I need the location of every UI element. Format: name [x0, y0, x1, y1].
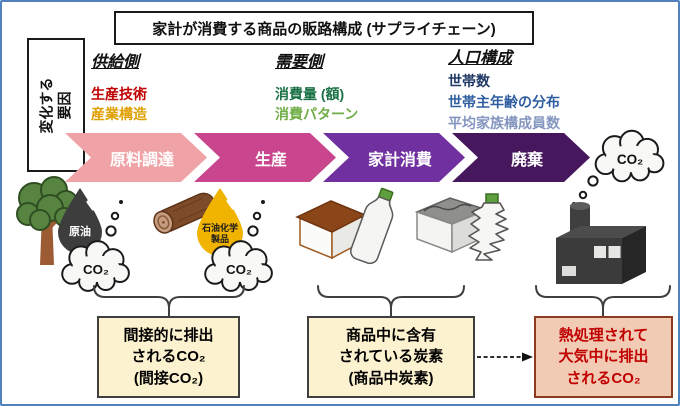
callout-line: されるCO₂: [131, 348, 206, 366]
changing-factors-box: 変化する 要因: [27, 38, 85, 172]
factor-group-demand: 需要側 消費量 (額) 消費パターン: [275, 48, 358, 124]
petrochemical-label-line1: 石油化学: [201, 222, 238, 233]
crushed-bottle-icon: [468, 193, 509, 261]
factor-householder-age: 世帯主年齢の分布: [448, 94, 560, 110]
factor-group-population: 人口構成 世帯数 世帯主年齢の分布 平均家族構成員数: [448, 44, 560, 134]
co2-cloud-icon: CO₂: [594, 129, 665, 183]
callout-indirect-co2: 間接的に排出 されるCO₂ (間接CO₂): [97, 316, 240, 398]
factor-group-supply: 供給側 生産技術 産業構造: [91, 48, 147, 124]
petrochemical-label-line2: 製品: [210, 233, 229, 244]
callout-line: 大気中に排出: [558, 348, 649, 366]
co2-label: CO₂: [83, 262, 109, 277]
factor-production-technology: 生産技術: [91, 86, 147, 102]
callout-line: (商品中炭素): [348, 369, 434, 387]
dashed-arrow-icon: [477, 352, 533, 362]
co2-label: CO₂: [617, 152, 643, 167]
yellow-drop-icon: 石油化学 製品: [197, 188, 243, 256]
factor-family-size: 平均家族構成員数: [448, 115, 560, 131]
brace-indirect-co2: [93, 285, 245, 316]
bubble-trail-icon: [105, 200, 123, 237]
population-structure-heading: 人口構成: [448, 50, 513, 67]
plastic-bottle-icon: [350, 187, 394, 265]
factor-household-count: 世帯数: [448, 73, 490, 89]
callout-line: (間接CO₂): [133, 369, 204, 387]
chain-step-household-consumption: 家計消費: [323, 133, 465, 182]
diagram-title-text: 家計が消費する商品の販路構成 (サプライチェーン): [152, 20, 496, 38]
oil-drop-icon: 原油: [58, 188, 102, 254]
wood-log-icon: [153, 192, 216, 234]
callout-line: 間接的に排出: [123, 327, 214, 345]
changing-factors-label: 変化する 要因: [38, 77, 73, 133]
diagram-title: 家計が消費する商品の販路構成 (サプライチェーン): [114, 11, 534, 45]
chain-step-production: 生産: [194, 133, 336, 182]
incinerator-factory-icon: [556, 202, 646, 284]
callout-product-carbon: 商品中に含有 されている炭素 (商品中炭素): [307, 316, 475, 398]
brace-heat-co2: [535, 285, 671, 316]
bubble-trail-icon: [247, 200, 265, 237]
brace-product-carbon: [317, 285, 465, 316]
crude-oil-label: 原油: [69, 224, 91, 238]
callout-line: されるCO₂: [566, 369, 641, 387]
factor-consumption-pattern: 消費パターン: [275, 106, 359, 122]
callout-heat-co2: 熱処理されて 大気中に排出 されるCO₂: [534, 316, 673, 398]
demand-side-heading: 需要側: [275, 54, 324, 71]
co2-cloud-icon: CO₂: [61, 240, 130, 292]
co2-label: CO₂: [226, 262, 252, 277]
callout-line: 熱処理されて: [558, 327, 649, 345]
factor-consumption-amount: 消費量 (額): [275, 86, 345, 102]
callout-line: されている炭素: [338, 348, 444, 366]
factor-industrial-structure: 産業構造: [91, 106, 147, 122]
co2-cloud-icon: CO₂: [204, 240, 273, 292]
callout-line: 商品中に含有: [345, 327, 436, 345]
chain-step-raw-materials: 原料調達: [65, 133, 207, 182]
supply-side-heading: 供給側: [91, 54, 140, 71]
